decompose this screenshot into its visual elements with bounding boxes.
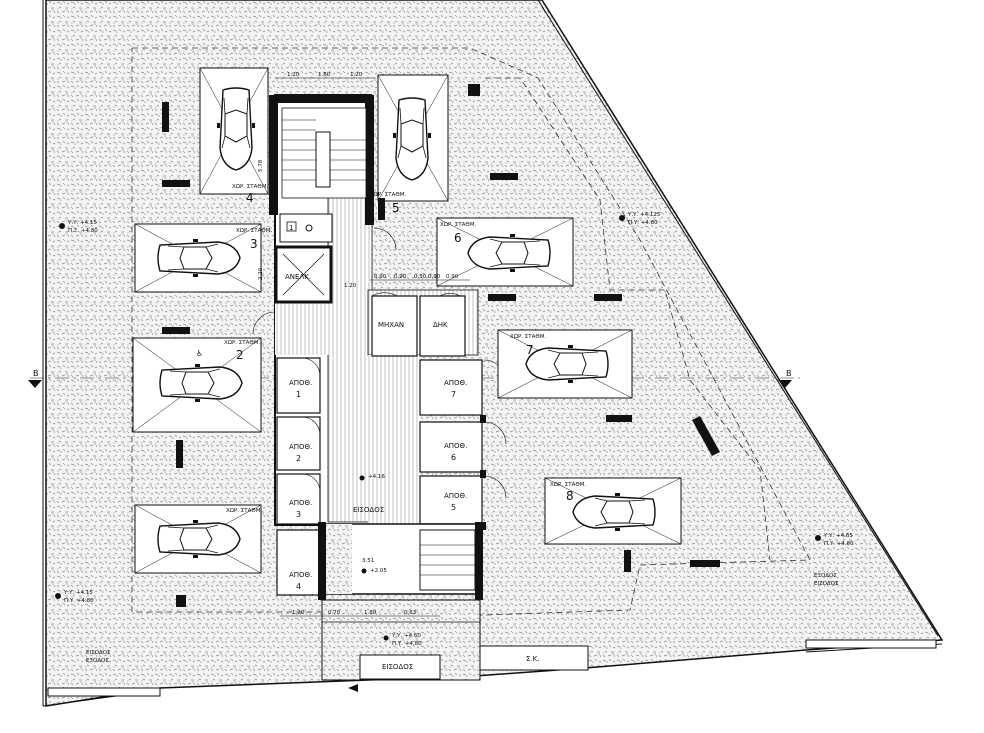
parking-number: 6 <box>454 231 462 245</box>
storage-2-number: 2 <box>296 454 301 463</box>
meter-icon <box>305 224 313 232</box>
building-outline <box>131 47 811 616</box>
svg-text:Π.Υ. +4.80: Π.Υ. +4.80 <box>64 598 94 604</box>
svg-text:0.63: 0.63 <box>404 610 417 616</box>
parking-spot-8: ΧΩΡ. ΣΤΑΘΜ. 8 <box>544 477 682 545</box>
parking-spot-2: ΧΩΡ. ΣΤΑΘΜ. 2 ♿ <box>132 337 262 433</box>
hall-level: +4.16 <box>368 474 385 480</box>
entrance-label: ΕΙΣΟΔΟΣ <box>353 506 384 514</box>
svg-text:1.60: 1.60 <box>318 72 331 78</box>
building-core: 1 ΑΝΕΛΚ. ΜΗΧΑΝ ΔΗΚ ΑΠΟΘ. 1 ΑΠΟΘ. 2 ΑΠΟΘ.… <box>252 94 507 692</box>
gate-right <box>805 639 937 649</box>
svg-text:Υ.Υ. +4.15: Υ.Υ. +4.15 <box>63 590 93 596</box>
dimension-stair-height: 5.78 <box>258 159 264 172</box>
parking-label: ΧΩΡ. ΣΤΑΘΜ. <box>550 482 586 488</box>
svg-text:Υ.Υ. +4.125: Υ.Υ. +4.125 <box>627 212 661 218</box>
svg-text:Υ.Υ. +4.65: Υ.Υ. +4.65 <box>823 533 853 539</box>
dimension-bottom: 1.20 0.70 1.80 0.63 <box>280 610 440 617</box>
dimension-top: 1.20 1.60 1.20 <box>275 72 375 79</box>
parking-spot-6: ΧΩΡ. ΣΤΑΘΜ. 6 <box>436 217 574 287</box>
svg-text:1.20: 1.20 <box>292 610 305 616</box>
entry-level-2: Π.Υ. +4.80 <box>392 641 422 647</box>
svg-text:Π.Υ. +4.80: Π.Υ. +4.80 <box>824 541 854 547</box>
svg-text:Π.Ξ. +4.80: Π.Ξ. +4.80 <box>68 228 98 234</box>
gate-left <box>47 687 161 697</box>
parking-spot-7: ΧΩΡ. ΣΤΑΘΜ. 7 <box>497 329 633 399</box>
storage-5-number: 5 <box>451 503 456 512</box>
svg-text:Υ.Υ. +4.15: Υ.Υ. +4.15 <box>67 220 97 226</box>
svg-text:0.90: 0.90 <box>446 274 459 280</box>
storage-2-label: ΑΠΟΘ. <box>289 443 312 451</box>
machine-room-label: ΜΗΧΑΝ <box>378 321 404 329</box>
svg-text:0.90: 0.90 <box>394 274 407 280</box>
section-mark-left: B <box>33 369 39 378</box>
stair-marker: 1 <box>289 224 293 232</box>
level-marker-right-top: Υ.Υ. +4.125 Π.Υ. +4.80 <box>619 212 661 226</box>
dimension-mid: 0.90 0.90 0.50 0.90 0.90 <box>370 274 470 281</box>
svg-text:0.50: 0.50 <box>414 274 427 280</box>
parking-label: ΧΩΡ. ΣΤΑΘΜ. <box>224 340 260 346</box>
level-marker-right-bottom: Υ.Υ. +4.65 Π.Υ. +4.80 <box>815 533 854 547</box>
entrance-sign <box>359 654 441 680</box>
level-marker-left-bottom: Υ.Υ. +4.15 Π.Υ. +4.80 <box>55 590 94 604</box>
structural-columns <box>162 84 720 607</box>
entrance-right-1: ΕΞΟΔΟΣ <box>814 573 837 579</box>
elevator-label: ΑΝΕΛΚ. <box>285 273 311 281</box>
parking-spot-1: ΧΩΡ. ΣΤΑΘΜ. <box>134 504 262 574</box>
storage-7-number: 7 <box>451 390 456 399</box>
entrance-left-1: ΕΙΣΟΔΟΣ <box>86 650 111 656</box>
dimension-landing: 3.51 <box>362 558 374 564</box>
storage-4-label: ΑΠΟΘ. <box>289 571 312 579</box>
parking-number: 8 <box>566 489 574 503</box>
building-outline-inner <box>485 77 771 561</box>
accessible-icon: ♿ <box>196 349 203 358</box>
parking-label: ΧΩΡ. ΣΤΑΘΜ. <box>440 222 476 228</box>
entrance-right-2: ΕΙΣΟΔΟΣ <box>814 581 839 587</box>
parking-number: 5 <box>392 201 400 215</box>
landing-level: +2.05 <box>370 568 387 574</box>
parking-spot-3: ΧΩΡ. ΣΤΑΘΜ. 3 <box>134 223 272 293</box>
parking-number: 3 <box>250 237 258 251</box>
parking-label: ΧΩΡ. ΣΤΑΘΜ. <box>232 184 268 190</box>
svg-text:0.70: 0.70 <box>328 610 341 616</box>
dimension-core-width: 1.20 <box>344 283 357 289</box>
parking-number: 7 <box>526 343 534 357</box>
parking-label: ΧΩΡ. ΣΤΑΘΜ. <box>510 334 546 340</box>
section-mark-right: B <box>786 369 792 378</box>
storage-4-number: 4 <box>296 582 301 591</box>
storage-3-label: ΑΠΟΘ. <box>289 499 312 507</box>
svg-text:0.90: 0.90 <box>428 274 441 280</box>
garbage-area <box>479 645 589 671</box>
parking-label: ΧΩΡ. ΣΤΑΘΜ. <box>226 508 262 514</box>
storage-6-number: 6 <box>451 453 456 462</box>
storage-3-number: 3 <box>296 510 301 519</box>
entrance-left-2: ΕΞΟΔΟΣ <box>86 658 109 664</box>
parking-label: ΧΩΡ. ΣΤΑΘΜ. <box>236 228 272 234</box>
parking-number: 4 <box>246 191 254 205</box>
dimension-elevator-height: 2.20 <box>258 267 264 280</box>
storage-7-label: ΑΠΟΘ. <box>444 379 467 387</box>
parking-label: ΧΩΡ. ΣΤΑΘΜ. <box>370 192 406 198</box>
parking-spot-5: ΧΩΡ. ΣΤΑΘΜ. 5 <box>370 74 449 215</box>
water-tank-label: ΔΗΚ <box>433 321 448 329</box>
storage-1-label: ΑΠΟΘ. <box>289 379 312 387</box>
garbage-label: Σ.Κ. <box>526 655 539 663</box>
entry-level-1: Υ.Υ. +4.60 <box>391 633 421 639</box>
parking-number: 2 <box>236 348 244 362</box>
svg-text:1.20: 1.20 <box>350 72 363 78</box>
storage-6-label: ΑΠΟΘ. <box>444 442 467 450</box>
section-marker-right <box>778 380 792 388</box>
level-marker-left-top: Υ.Υ. +4.15 Π.Ξ. +4.80 <box>59 220 98 234</box>
storage-1-number: 1 <box>296 390 301 399</box>
svg-text:1.20: 1.20 <box>287 72 300 78</box>
svg-text:Π.Υ. +4.80: Π.Υ. +4.80 <box>628 220 658 226</box>
entrance-sign-label: ΕΙΣΟΔΟΣ <box>382 663 413 671</box>
svg-text:0.90: 0.90 <box>374 274 387 280</box>
storage-5-label: ΑΠΟΘ. <box>444 492 467 500</box>
parking-spot-4: ΧΩΡ. ΣΤΑΘΜ. 4 <box>199 67 269 205</box>
svg-text:1.80: 1.80 <box>364 610 377 616</box>
section-marker-left <box>28 380 42 388</box>
